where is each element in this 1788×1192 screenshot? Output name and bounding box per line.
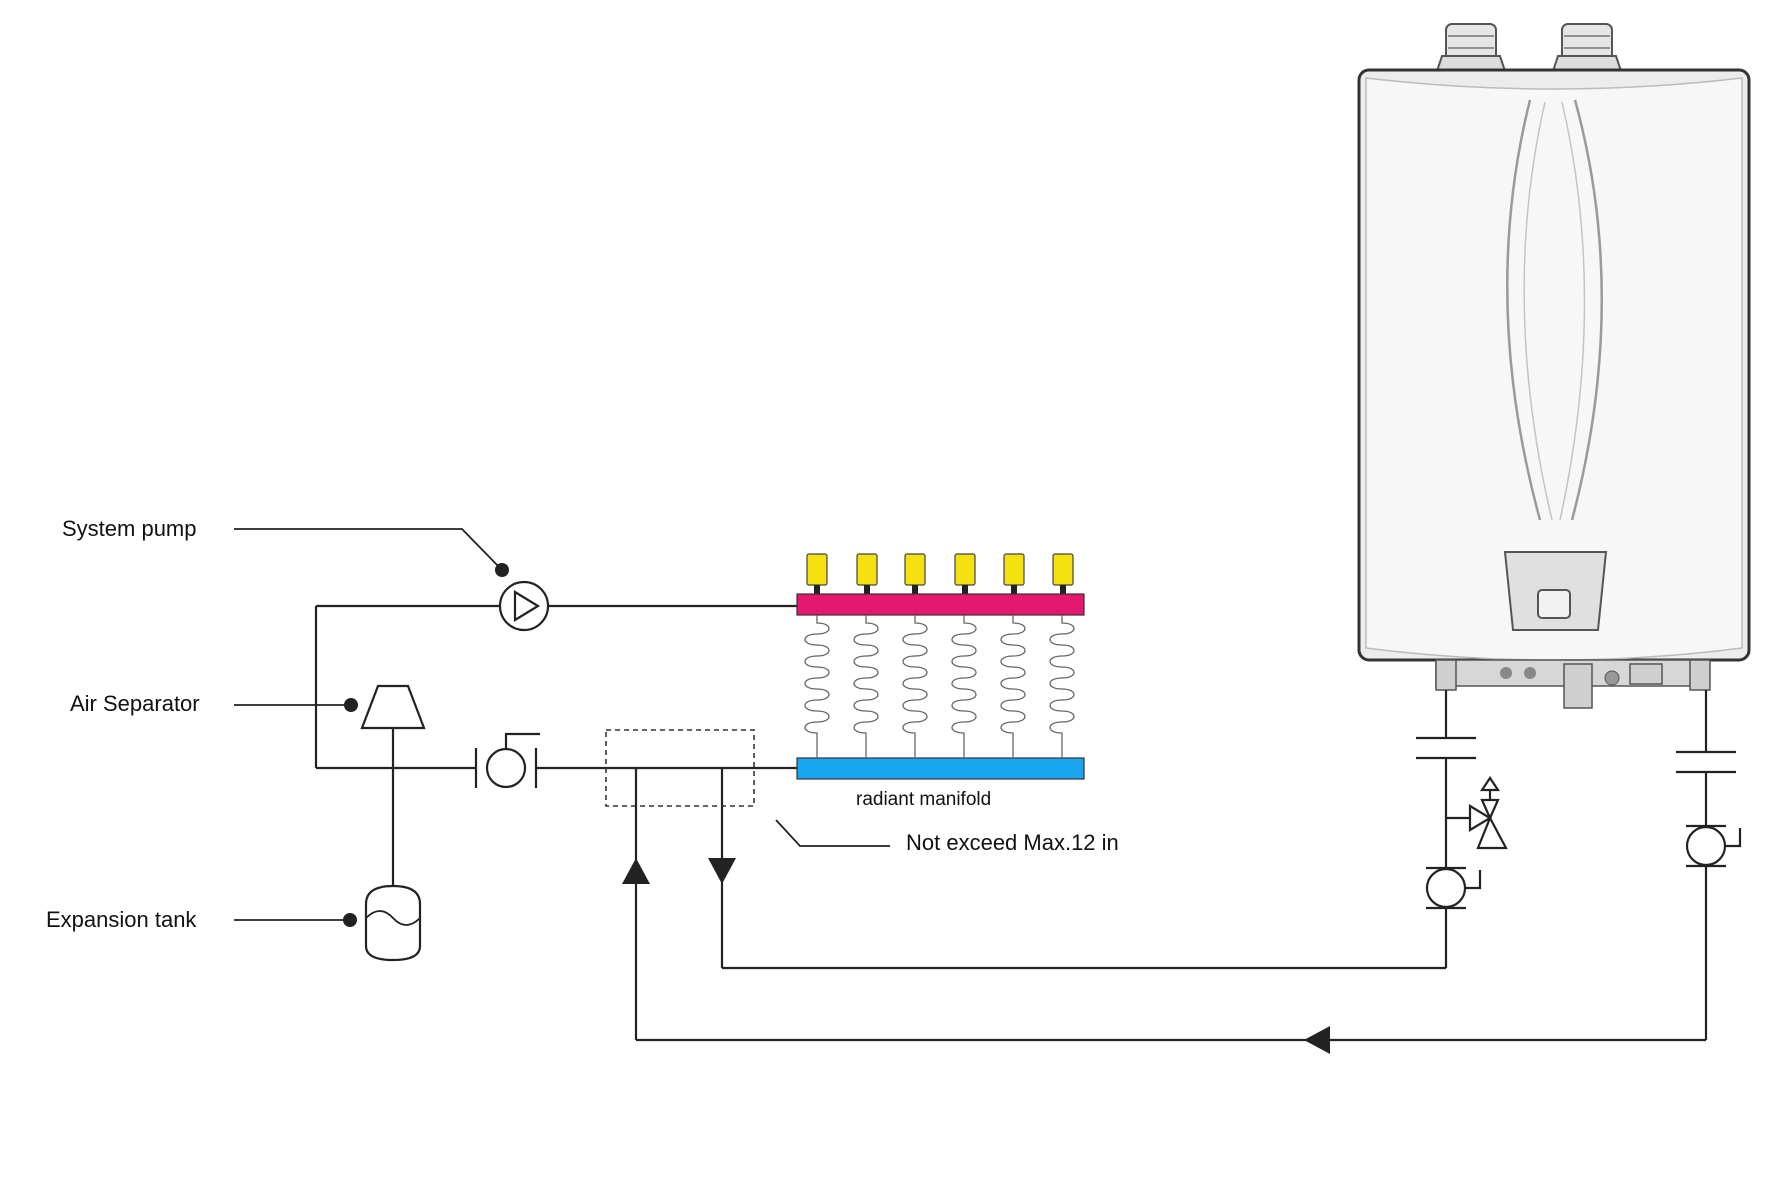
radiant-loop bbox=[853, 615, 879, 758]
system-pump bbox=[498, 580, 550, 632]
label-air-separator: Air Separator bbox=[70, 691, 200, 716]
label-expansion-tank: Expansion tank bbox=[46, 907, 197, 932]
flow-arrow bbox=[1304, 1026, 1330, 1054]
radiant-loops bbox=[804, 615, 1075, 758]
closely-spaced-tees bbox=[605, 729, 755, 1040]
leader-system-pump bbox=[234, 528, 503, 571]
service-valve-supply bbox=[1425, 866, 1482, 910]
leader-max-distance bbox=[775, 819, 890, 847]
label-max-distance: Not exceed Max.12 in bbox=[906, 830, 1119, 855]
expansion-tank bbox=[364, 884, 422, 962]
leader-dot-system-pump bbox=[495, 563, 509, 577]
zone-actuators bbox=[806, 553, 1074, 595]
air-separator bbox=[360, 684, 426, 730]
label-radiant-manifold: radiant manifold bbox=[856, 789, 991, 810]
leader-dot-expansion-tank bbox=[343, 913, 357, 927]
radiant-loop bbox=[1000, 615, 1026, 758]
boiler-unit bbox=[1357, 23, 1751, 709]
radiant-loop bbox=[804, 615, 830, 758]
supply-header bbox=[796, 593, 1085, 616]
return-header bbox=[796, 757, 1085, 780]
leader-dot-air-separator bbox=[344, 698, 358, 712]
radiant-manifold bbox=[796, 553, 1085, 780]
pressure-relief-valve bbox=[1446, 776, 1508, 850]
service-valve-return bbox=[1685, 824, 1742, 868]
boiler-piping bbox=[636, 690, 1742, 1054]
radiant-loop bbox=[1049, 615, 1075, 758]
system-loop-piping bbox=[314, 604, 797, 888]
flow-check-valve bbox=[474, 732, 540, 789]
radiant-loop bbox=[951, 615, 977, 758]
label-system-pump: System pump bbox=[62, 516, 197, 541]
radiant-loop bbox=[902, 615, 928, 758]
